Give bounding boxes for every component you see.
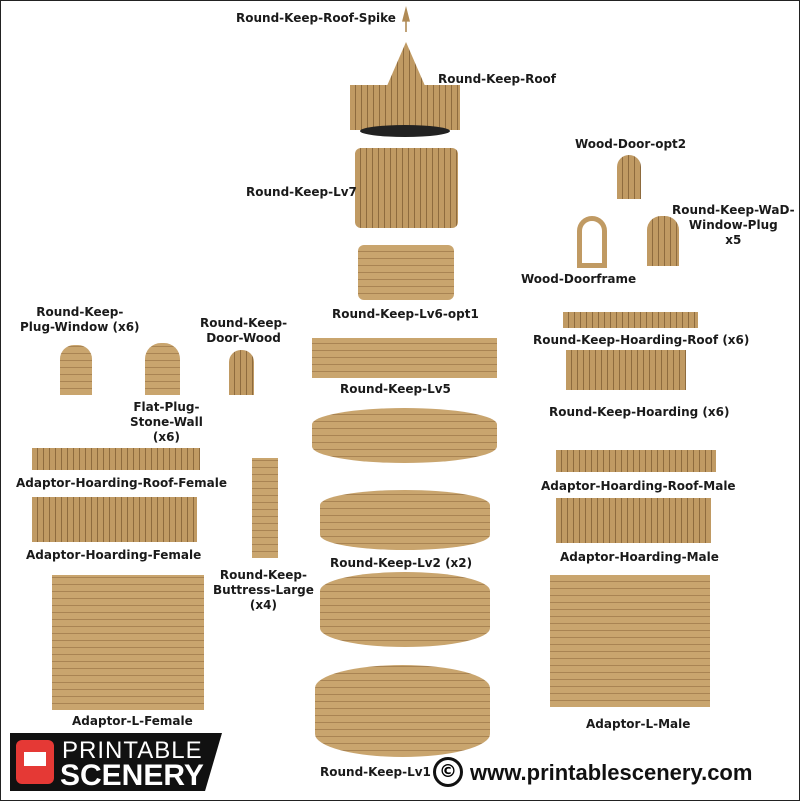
roof-spike — [402, 6, 410, 32]
lv2-piece — [320, 572, 490, 647]
label-wad-plug: Round-Keep-WaD- Window-Plug x5 — [672, 203, 795, 247]
label-lv7: Round-Keep-Lv7 — [246, 185, 357, 199]
lv5-piece — [312, 338, 497, 378]
lv7-piece — [355, 148, 458, 228]
label-roof: Round-Keep-Roof — [438, 72, 557, 86]
label-hoarding: Round-Keep-Hoarding (x6) — [549, 405, 730, 419]
label-plug-window: Round-Keep- Plug-Window (x6) — [20, 305, 140, 334]
label-lv2: Round-Keep-Lv2 (x2) — [330, 556, 473, 570]
adaptor-roof-female — [32, 448, 200, 470]
hoarding — [566, 350, 686, 390]
label-lv1: Round-Keep-Lv1 — [320, 765, 431, 779]
label-hoarding-roof: Round-Keep-Hoarding-Roof (x6) — [533, 333, 750, 347]
lv1-piece — [315, 665, 490, 757]
label-flat-plug: Flat-Plug- Stone-Wall (x6) — [130, 400, 203, 444]
door-wood — [229, 350, 254, 395]
lv6-piece — [358, 245, 454, 300]
adaptor-hoarding-female — [32, 497, 197, 542]
lv4-piece — [312, 408, 497, 463]
label-lv6: Round-Keep-Lv6-opt1 — [332, 307, 479, 321]
plug-window — [60, 345, 92, 395]
label-door-wood: Round-Keep- Door-Wood — [200, 316, 288, 345]
website-url: www.printablescenery.com — [470, 760, 753, 785]
label-adaptor-roof-male: Adaptor-Hoarding-Roof-Male — [541, 479, 736, 493]
printable-scenery-logo: PRINTABLE SCENERY — [10, 733, 222, 791]
label-door-opt2: Wood-Door-opt2 — [575, 137, 687, 151]
adaptor-roof-male — [556, 450, 716, 472]
buttress-large — [252, 458, 278, 558]
label-l-male: Adaptor-L-Male — [586, 717, 691, 731]
label-adaptor-hoarding-female: Adaptor-Hoarding-Female — [26, 548, 202, 562]
label-lv5: Round-Keep-Lv5 — [340, 382, 451, 396]
roof-base — [350, 85, 460, 130]
wood-doorframe — [577, 216, 607, 268]
label-doorframe: Wood-Doorframe — [521, 272, 637, 286]
lv3-piece — [320, 490, 490, 550]
adaptor-l-female — [52, 575, 204, 710]
label-buttress: Round-Keep- Buttress-Large (x4) — [213, 568, 314, 612]
flat-plug-stone-wall — [145, 343, 180, 395]
logo-castle-icon — [16, 740, 54, 784]
adaptor-l-male — [550, 575, 710, 707]
label-adaptor-hoarding-male: Adaptor-Hoarding-Male — [560, 550, 719, 564]
label-adaptor-roof-female: Adaptor-Hoarding-Roof-Female — [16, 476, 227, 490]
label-roof-spike: Round-Keep-Roof-Spike — [236, 11, 396, 25]
wad-window-plug — [647, 216, 679, 266]
adaptor-hoarding-male — [556, 498, 711, 543]
copyright-icon: © — [433, 757, 463, 787]
hoarding-roof — [563, 312, 698, 328]
roof-shadow — [360, 125, 450, 137]
wood-door-opt2 — [617, 155, 641, 199]
label-l-female: Adaptor-L-Female — [72, 714, 193, 728]
